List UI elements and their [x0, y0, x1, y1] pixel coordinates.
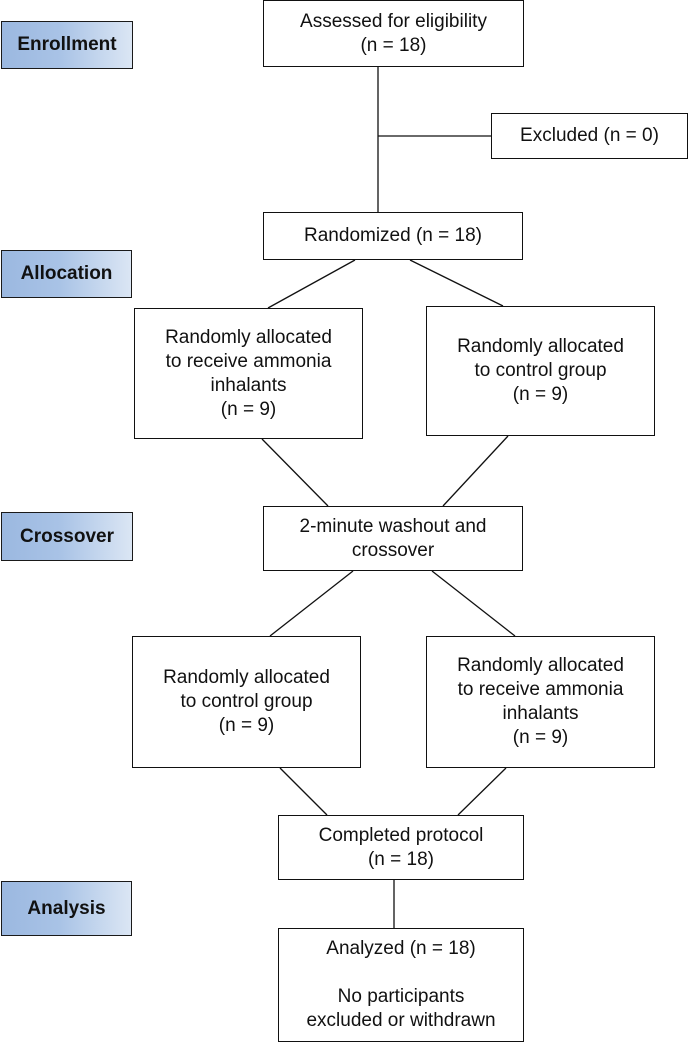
analyzed-line-4: excluded or withdrawn — [306, 1010, 496, 1031]
washout-line-1: 2-minute washout and — [299, 515, 487, 537]
stage-label-allocation-text: Allocation — [20, 263, 113, 284]
connector-randomized-to-ammonia — [267, 259, 356, 309]
randomized-box: Randomized (n = 18) — [263, 212, 523, 260]
crossover-control-box: Randomly allocated to control group (n =… — [132, 636, 361, 768]
crossover-ammonia-line-4: (n = 9) — [512, 727, 569, 748]
allocated-control-box: Randomly allocated to control group (n =… — [426, 306, 655, 436]
connector-washout-to-control — [269, 570, 354, 637]
washout-line-2: crossover — [351, 539, 435, 561]
assessed-line-1: Assessed for eligibility — [300, 10, 487, 32]
allocated-ammonia-line-4: (n = 9) — [220, 398, 277, 420]
assessed-box: Assessed for eligibility (n = 18) — [263, 0, 524, 67]
assessed-line-2: (n = 18) — [360, 34, 427, 56]
stage-label-analysis-text: Analysis — [27, 897, 106, 919]
analyzed-line-3: No participants — [337, 986, 465, 1007]
allocated-control-line-1: Randomly allocated — [457, 336, 624, 357]
analyzed-box: Analyzed (n = 18) No participants exclud… — [278, 928, 524, 1042]
stage-label-analysis: Analysis — [1, 881, 132, 936]
connector-control-to-completed — [279, 767, 328, 816]
randomized-line-1: Randomized (n = 18) — [304, 225, 482, 246]
crossover-control-line-2: to control group — [180, 691, 313, 712]
allocated-ammonia-line-1: Randomly allocated — [165, 326, 332, 348]
crossover-ammonia-line-3: inhalants — [502, 703, 579, 724]
analyzed-line-1: Analyzed (n = 18) — [326, 938, 476, 959]
allocated-ammonia-line-2: to receive ammonia — [165, 350, 332, 372]
stage-label-crossover: Crossover — [1, 512, 133, 561]
connector-ammonia-to-washout — [261, 438, 329, 507]
excluded-line-1: Excluded (n = 0) — [520, 125, 659, 146]
completed-line-1: Completed protocol — [318, 824, 484, 846]
washout-box: 2-minute washout and crossover — [263, 506, 523, 571]
crossover-ammonia-box: Randomly allocated to receive ammonia in… — [426, 636, 655, 768]
stage-label-enrollment: Enrollment — [1, 21, 133, 69]
connector-washout-to-ammonia — [431, 570, 516, 637]
connector-control-to-washout — [442, 435, 509, 507]
allocated-ammonia-box: Randomly allocated to receive ammonia in… — [134, 308, 363, 439]
allocated-ammonia-line-3: inhalants — [210, 374, 287, 396]
stage-label-allocation: Allocation — [1, 250, 132, 298]
stage-label-enrollment-text: Enrollment — [17, 34, 117, 55]
allocated-control-line-3: (n = 9) — [512, 384, 569, 405]
connector-ammonia-to-completed — [457, 767, 507, 816]
completed-line-2: (n = 18) — [367, 848, 434, 870]
connector-randomized-to-control — [409, 259, 504, 307]
allocated-control-line-2: to control group — [474, 360, 607, 381]
completed-box: Completed protocol (n = 18) — [278, 815, 524, 880]
excluded-box: Excluded (n = 0) — [491, 113, 688, 159]
stage-label-crossover-text: Crossover — [20, 525, 114, 547]
crossover-ammonia-line-2: to receive ammonia — [457, 679, 624, 700]
crossover-control-line-3: (n = 9) — [218, 715, 275, 736]
crossover-ammonia-line-1: Randomly allocated — [457, 655, 624, 676]
crossover-control-line-1: Randomly allocated — [163, 667, 330, 688]
